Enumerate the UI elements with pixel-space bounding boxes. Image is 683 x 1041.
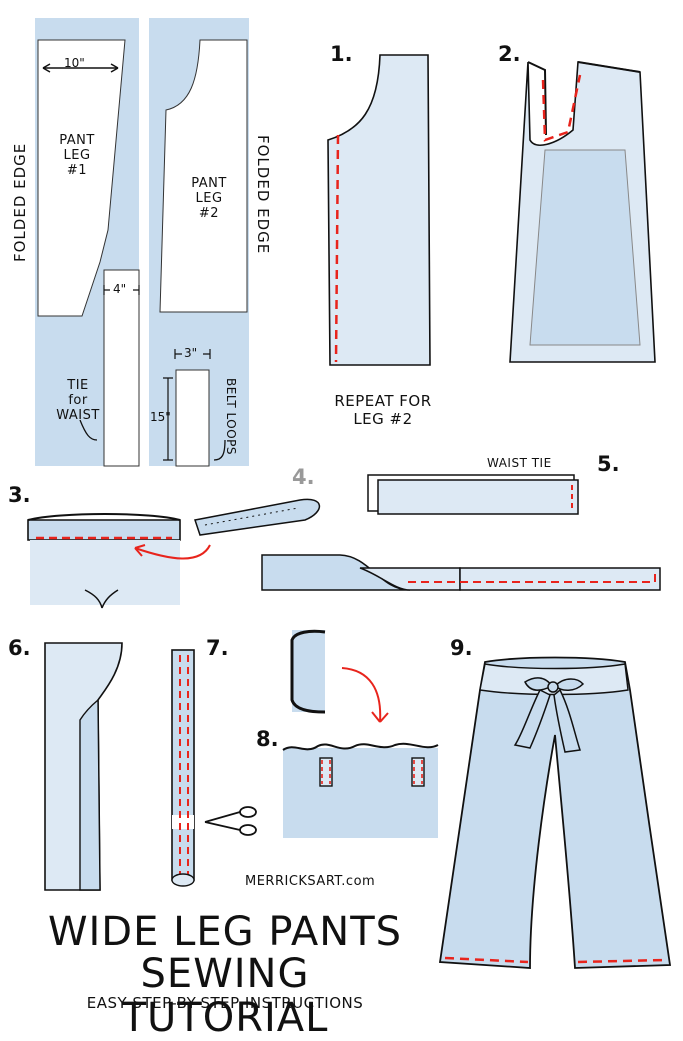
waist-tie-label: WAIST TIE	[487, 456, 552, 470]
width-measure-label: 10"	[64, 56, 85, 70]
scissors-icon	[204, 806, 257, 836]
step-4-number: 4.	[292, 465, 315, 489]
pant-leg-1-label: PANT LEG #1	[59, 133, 95, 178]
step-9-drawing	[438, 656, 672, 969]
step-1-drawing	[327, 54, 431, 366]
step-5-drawing	[261, 474, 661, 591]
waist-tie-piece	[103, 269, 140, 467]
pant-leg-2-label: PANT LEG #2	[191, 176, 227, 221]
pant-leg-1-piece	[37, 39, 126, 317]
loop-width-label: 3"	[184, 346, 198, 360]
folded-edge-right-label: FOLDED EDGE	[254, 135, 272, 255]
step-2-drawing	[509, 61, 656, 363]
subtitle: EASY STEP-BY-STEP INSTRUCTIONS	[86, 994, 364, 1012]
step-6-number: 6.	[8, 636, 31, 660]
stitch-line	[334, 134, 340, 363]
step-6-drawing	[44, 642, 123, 891]
folded-edge-left-label: FOLDED EDGE	[11, 142, 29, 262]
step-7-number: 7.	[206, 636, 229, 660]
step-5-number: 5.	[597, 452, 620, 476]
belt-loop-piece	[175, 369, 210, 467]
step-3-number: 3.	[8, 483, 31, 507]
step-7-drawing	[171, 649, 257, 887]
tie-arrow-icon	[79, 419, 98, 441]
step-4-drawing	[194, 498, 321, 536]
belt-loops-label: BELT LOOPS	[224, 378, 238, 455]
curved-arrow-icon	[134, 544, 211, 560]
tie-for-waist-label: TIE for WAIST	[56, 378, 100, 423]
step-8-drawing	[282, 629, 439, 838]
step-2-number: 2.	[498, 42, 521, 66]
loop-arrow-icon	[213, 439, 226, 461]
step-8-number: 8.	[256, 727, 279, 751]
step-9-number: 9.	[450, 636, 473, 660]
curved-arrow-icon	[341, 667, 382, 723]
step-3-drawing	[27, 513, 211, 609]
title-line-1: WIDE LEG PANTS	[47, 909, 403, 955]
stitch-line	[541, 74, 582, 142]
loop-height-label: 15"	[150, 410, 171, 424]
step-1-number: 1.	[330, 42, 353, 66]
pattern-layout	[35, 18, 249, 467]
site-url: MERRICKSART.com	[245, 874, 376, 889]
repeat-note: REPEAT FOR LEG #2	[334, 392, 432, 428]
tie-width-label: 4"	[113, 282, 127, 296]
pant-leg-2-piece	[159, 39, 248, 313]
